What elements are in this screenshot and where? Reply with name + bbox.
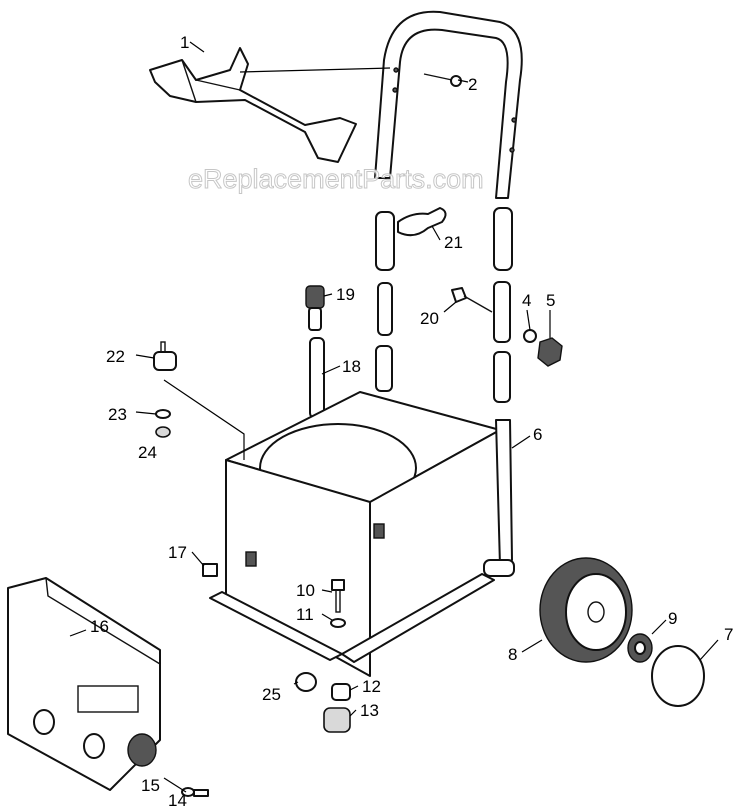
axle-frame — [209, 559, 515, 663]
part-13-spacer — [323, 707, 351, 733]
callout-13: 13 — [360, 701, 379, 720]
callout-11: 11 — [296, 605, 314, 624]
callout-7: 7 — [724, 625, 733, 644]
callout-1: 1 — [180, 33, 189, 52]
part-24-nut — [155, 426, 171, 438]
callout-8: 8 — [508, 645, 517, 664]
part-8-wheel — [539, 557, 633, 663]
part-23-washer — [155, 409, 171, 419]
callout-15: 15 — [141, 776, 160, 795]
part-4-washer — [523, 329, 537, 343]
watermark-text: eReplacementParts.com — [188, 164, 484, 194]
part-2-pin — [423, 73, 462, 87]
part-25-end-cap — [295, 672, 317, 692]
part-6-base-frame — [225, 391, 513, 677]
part-21-clamp — [397, 207, 447, 237]
callout-4: 4 — [522, 291, 531, 310]
callout-18: 18 — [342, 357, 361, 376]
part-17-clip — [202, 563, 218, 577]
part-7-hubcap — [651, 645, 705, 707]
upper-handle-frame — [374, 10, 523, 199]
callout-10: 10 — [296, 581, 315, 600]
right-tube-segments — [493, 207, 513, 403]
part-19-fitting — [305, 285, 325, 331]
leader-lines — [69, 41, 719, 793]
part-14-screw — [193, 789, 209, 797]
callout-14: 14 — [168, 791, 187, 810]
callout-24: 24 — [138, 443, 157, 462]
part-12-bushing — [331, 683, 351, 701]
callout-23: 23 — [108, 405, 127, 424]
part-1-handle-bracket — [149, 47, 357, 163]
callout-22: 22 — [106, 347, 125, 366]
callout-16: 16 — [90, 617, 109, 636]
callout-12: 12 — [362, 677, 381, 696]
callout-2: 2 — [468, 75, 477, 94]
part-9-retainer — [627, 633, 653, 663]
callout-25: 25 — [262, 685, 281, 704]
part-20-bolt — [451, 287, 493, 313]
part-10-bolt — [331, 579, 345, 613]
part-5-knob — [537, 337, 563, 367]
part-11-washer — [330, 618, 346, 628]
callout-21: 21 — [444, 233, 463, 252]
part-18-tube — [309, 337, 325, 419]
callout-5: 5 — [546, 291, 555, 310]
callout-9: 9 — [668, 609, 677, 628]
left-tube-segments — [375, 211, 395, 392]
callout-labels: 1 2 4 5 6 7 8 9 10 11 12 13 14 15 16 17 … — [90, 33, 733, 810]
callout-19: 19 — [336, 285, 355, 304]
callout-6: 6 — [533, 425, 542, 444]
part-16-shroud — [7, 577, 161, 791]
callout-20: 20 — [420, 309, 439, 328]
part-22-mount — [153, 341, 177, 371]
callout-17: 17 — [168, 543, 187, 562]
